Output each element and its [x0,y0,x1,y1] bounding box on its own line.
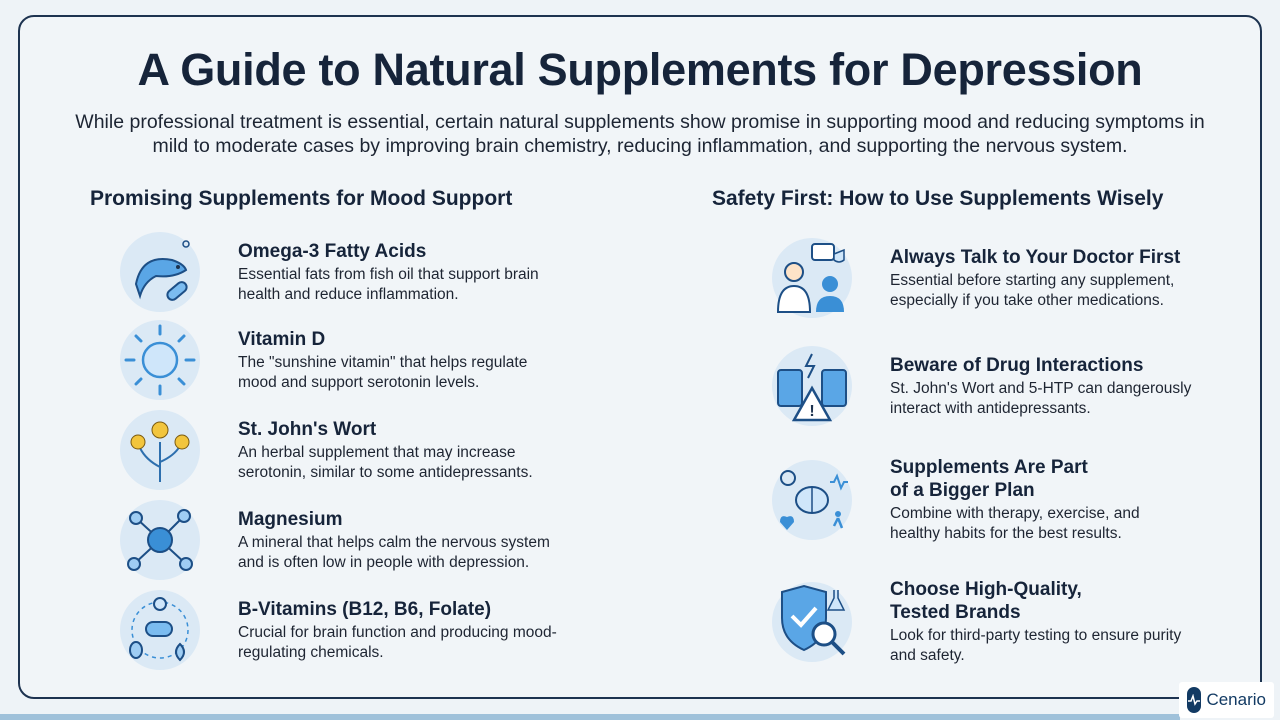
svg-text:!: ! [809,403,814,420]
vitamins-cycle-icon [120,590,200,670]
flower-icon [120,410,200,490]
warning-bottles-icon: ! [772,346,852,426]
item-title: Always Talk to Your Doctor First [890,246,1181,268]
item-title: Vitamin D [238,328,326,350]
supplement-item: Magnesium A mineral that helps calm the n… [120,500,578,580]
item-title: Choose High-Quality, Tested Brands [890,579,1082,623]
item-description: Crucial for brain function and producing… [238,623,557,661]
supplement-item: St. John's Wort An herbal supplement that… [120,410,568,490]
item-description: Essential fats from fish oil that suppor… [238,265,539,303]
brain-wellness-icon [772,460,852,540]
item-title: Magnesium [238,508,343,530]
item-title: Beware of Drug Interactions [890,354,1144,376]
item-description: Essential before starting any supplement… [890,271,1175,309]
pulse-icon [1187,687,1202,713]
brand-name: Cenario [1206,690,1266,709]
doctor-patient-icon [772,238,852,318]
item-description: Combine with therapy, exercise, and heal… [890,505,1140,542]
supplement-item: Vitamin D The "sunshine vitamin" that hel… [120,320,568,400]
item-description: The "sunshine vitamin" that helps regula… [238,353,528,391]
shield-check-icon [772,582,852,662]
item-description: Look for third-party testing to ensure p… [890,627,1182,664]
item-description: A mineral that helps calm the nervous sy… [238,533,550,571]
left-section-heading: Promising Supplements for Mood Support [90,187,513,210]
subtitle: While professional treatment is essentia… [75,111,1205,157]
item-title: B-Vitamins (B12, B6, Folate) [238,598,492,620]
item-title: Supplements Are Part of a Bigger Plan [890,457,1088,501]
item-description: An herbal supplement that may increase s… [238,443,533,481]
supplement-item: B-Vitamins (B12, B6, Folate) Crucial for … [120,590,558,670]
sun-icon [120,320,200,400]
item-description: St. John's Wort and 5-HTP can dangerousl… [890,379,1192,417]
item-title: St. John's Wort [238,418,377,440]
item-title: Omega-3 Fatty Acids [238,240,427,262]
molecule-icon [120,500,200,580]
page-title: A Guide to Natural Supplements for Depre… [137,44,1143,95]
brand-logo: Cenario [1179,682,1274,718]
right-section-heading: Safety First: How to Use Supplements Wis… [712,187,1164,210]
infographic-frame [18,15,1262,699]
fish-capsule-icon [120,232,200,312]
bottom-bar [0,714,1180,720]
